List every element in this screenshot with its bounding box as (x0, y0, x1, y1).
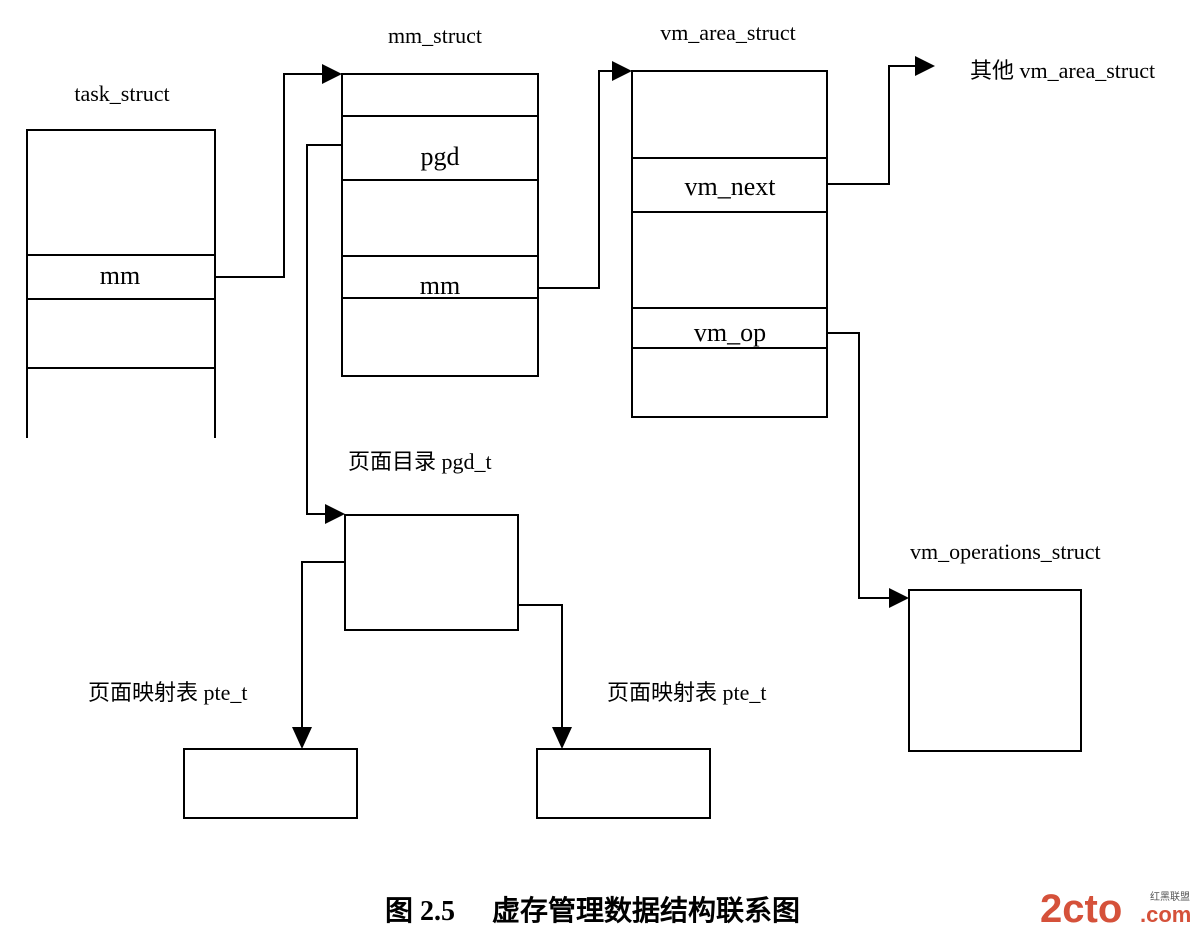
watermark-brand: 2cto (1040, 887, 1122, 931)
figure-title: 虚存管理数据结构联系图 (492, 894, 800, 927)
mm-struct-group: mm_struct pgd mm (341, 23, 539, 377)
mm-struct-box (341, 73, 539, 377)
watermark-logo: 2cto .com 红黑联盟 (1040, 887, 1191, 931)
mm-struct-pgd-field: pgd (421, 142, 460, 171)
vm-op-field: vm_op (694, 318, 766, 347)
pte-t-right-group: 页面映射表 pte_t (536, 680, 767, 819)
task-struct-box (26, 129, 216, 438)
arrowhead-icon (322, 64, 342, 84)
connector-pgd-to-pte-right (518, 604, 563, 731)
arrowhead-icon (292, 727, 312, 749)
vm-operations-struct-label: vm_operations_struct (910, 539, 1101, 564)
watermark-domain: .com (1140, 902, 1191, 927)
task-struct-mm-field: mm (100, 261, 140, 290)
watermark-cn: 红黑联盟 (1150, 890, 1190, 903)
vm-area-struct-group: vm_area_struct vm_next vm_op (631, 20, 828, 418)
task-struct-title: task_struct (74, 81, 169, 106)
connector-vm-next-to-other (827, 65, 915, 185)
figure-number: 图 2.5 (385, 896, 455, 927)
pgd-t-box (344, 514, 519, 631)
task-struct-group: task_struct mm (26, 81, 216, 438)
connector-pgd-to-pgd-t (306, 144, 342, 515)
pte-t-left-box (183, 748, 358, 819)
arrowhead-icon (552, 727, 572, 749)
other-vm-area-struct-label: 其他 vm_area_struct (970, 58, 1155, 83)
arrowhead-icon (612, 61, 632, 81)
pte-t-left-label: 页面映射表 pte_t (88, 680, 248, 705)
vm-operations-struct-group: vm_operations_struct (908, 539, 1101, 752)
vm-operations-struct-box (908, 589, 1082, 752)
mm-struct-mm-field: mm (420, 271, 460, 300)
mm-struct-title: mm_struct (388, 23, 482, 48)
connector-task-mm-to-mm-struct (215, 73, 324, 278)
pte-t-right-label: 页面映射表 pte_t (607, 680, 767, 705)
connector-vm-op-to-vm-operations (827, 332, 890, 599)
pte-t-left-group: 页面映射表 pte_t (88, 680, 358, 819)
arrowhead-icon (325, 504, 345, 524)
connector-pgd-to-pte-left (301, 561, 345, 731)
pgd-t-label: 页面目录 pgd_t (348, 449, 492, 474)
arrowhead-icon (889, 588, 909, 608)
pte-t-right-box (536, 748, 711, 819)
vm-area-struct-box (631, 70, 828, 418)
pgd-t-group: 页面目录 pgd_t (344, 449, 519, 631)
vm-next-field: vm_next (685, 172, 777, 201)
connector-mm-to-vm-area-struct (538, 70, 613, 289)
arrowhead-icon (915, 56, 935, 76)
vm-area-struct-title: vm_area_struct (660, 20, 796, 45)
